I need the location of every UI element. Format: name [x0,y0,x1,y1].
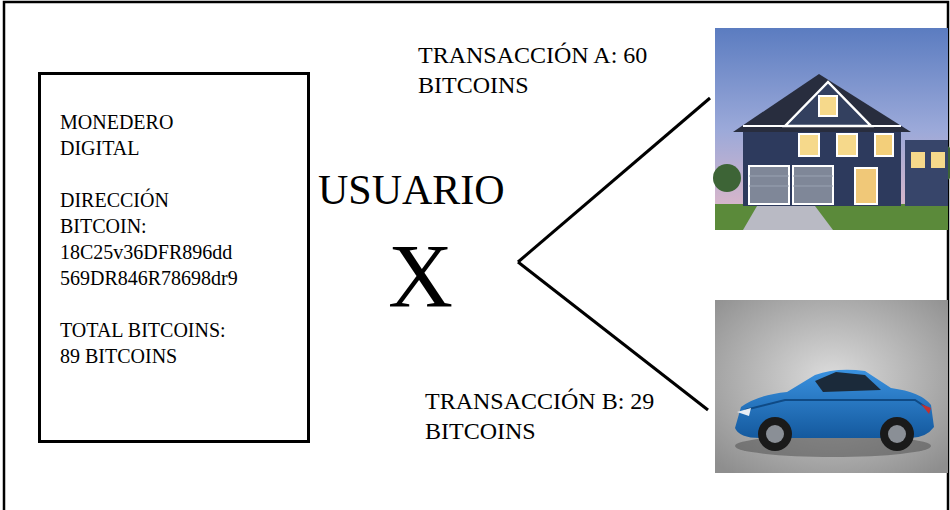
branch-line [518,98,710,262]
user-title: USUARIO [318,166,505,214]
wallet-box: MONEDERO DIGITAL DIRECCIÓN BITCOIN: 18C25… [38,72,310,443]
outer-frame [4,2,948,510]
user-mark: X [388,232,453,322]
wallet-text: TOTAL BITCOINS: 89 BITCOINS [60,317,250,369]
car-picture [715,300,948,473]
connector-lines [518,98,710,410]
transaction-label: TRANSACCIÓN A: 60 BITCOINS [418,40,654,100]
wallet-text: DIRECCIÓN BITCOIN: 18C25v36DFR896dd 569D… [60,187,250,291]
branch-line [518,262,708,410]
transaction-label: TRANSACCIÓN B: 29 BITCOINS [425,386,661,446]
wallet-text: MONEDERO DIGITAL [60,109,250,161]
house-picture [713,28,950,230]
